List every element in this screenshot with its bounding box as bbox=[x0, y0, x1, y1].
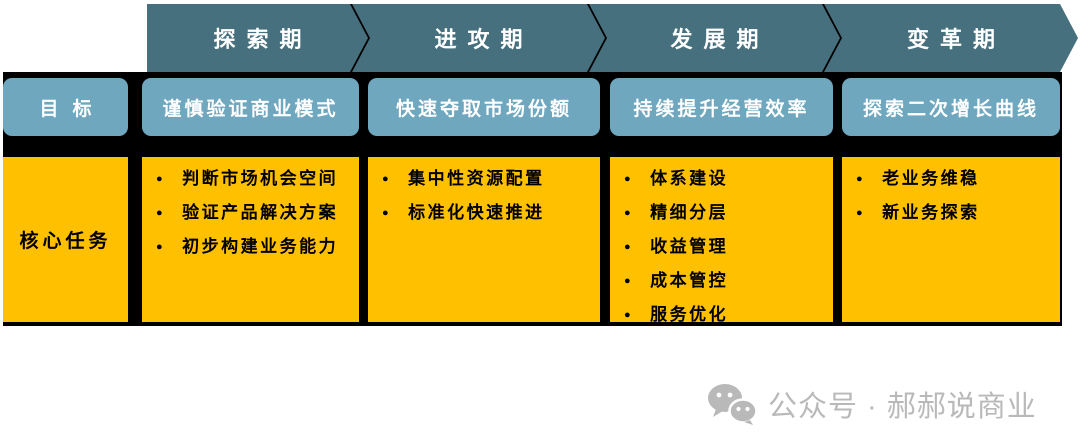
task-row-label: 核心任务 bbox=[3, 157, 128, 322]
task-item: 初步构建业务能力 bbox=[156, 230, 353, 264]
goal-box-4: 探索二次增长曲线 bbox=[842, 78, 1060, 136]
task-item: 判断市场机会空间 bbox=[156, 162, 353, 196]
task-box-2: 集中性资源配置 标准化快速推进 bbox=[368, 157, 600, 322]
wechat-icon bbox=[708, 384, 758, 425]
task-list-4: 老业务维稳 新业务探索 bbox=[842, 157, 1060, 230]
goal-box-3: 持续提升经营效率 bbox=[610, 78, 833, 136]
task-list-1: 判断市场机会空间 验证产品解决方案 初步构建业务能力 bbox=[142, 157, 359, 264]
task-box-1: 判断市场机会空间 验证产品解决方案 初步构建业务能力 bbox=[142, 157, 359, 322]
arrow-phase-2: 进攻期 bbox=[352, 4, 605, 72]
task-item: 服务优化 bbox=[624, 298, 827, 332]
task-item: 精细分层 bbox=[624, 196, 827, 230]
arrow-phase-4: 变革期 bbox=[824, 4, 1078, 72]
task-item: 集中性资源配置 bbox=[382, 162, 594, 196]
task-item: 收益管理 bbox=[624, 230, 827, 264]
goal-row-label: 目标 bbox=[3, 78, 128, 136]
task-item: 验证产品解决方案 bbox=[156, 196, 353, 230]
task-item: 老业务维稳 bbox=[856, 162, 1054, 196]
task-item: 标准化快速推进 bbox=[382, 196, 594, 230]
task-box-3: 体系建设 精细分层 收益管理 成本管控 服务优化 bbox=[610, 157, 833, 324]
goal-box-2: 快速夺取市场份额 bbox=[368, 78, 600, 136]
task-item: 新业务探索 bbox=[856, 196, 1054, 230]
arrow-phase-1-label: 探索期 bbox=[213, 27, 313, 52]
task-box-4: 老业务维稳 新业务探索 bbox=[842, 157, 1060, 322]
watermark-text: 公众号 · 郝郝说商业 bbox=[768, 391, 1037, 423]
task-item: 体系建设 bbox=[624, 162, 827, 196]
task-list-2: 集中性资源配置 标准化快速推进 bbox=[368, 157, 600, 230]
task-item: 成本管控 bbox=[624, 264, 827, 298]
arrow-phase-3: 发展期 bbox=[589, 4, 840, 72]
task-list-3: 体系建设 精细分层 收益管理 成本管控 服务优化 bbox=[610, 157, 833, 332]
arrow-phase-1: 探索期 bbox=[147, 4, 368, 72]
watermark: 公众号 · 郝郝说商业 bbox=[706, 382, 1062, 426]
arrow-phase-3-label: 发展期 bbox=[670, 27, 770, 52]
arrow-phase-4-label: 变革期 bbox=[906, 27, 1006, 52]
arrow-phase-2-label: 进攻期 bbox=[434, 27, 534, 52]
goal-box-1: 谨慎验证商业模式 bbox=[142, 78, 359, 136]
